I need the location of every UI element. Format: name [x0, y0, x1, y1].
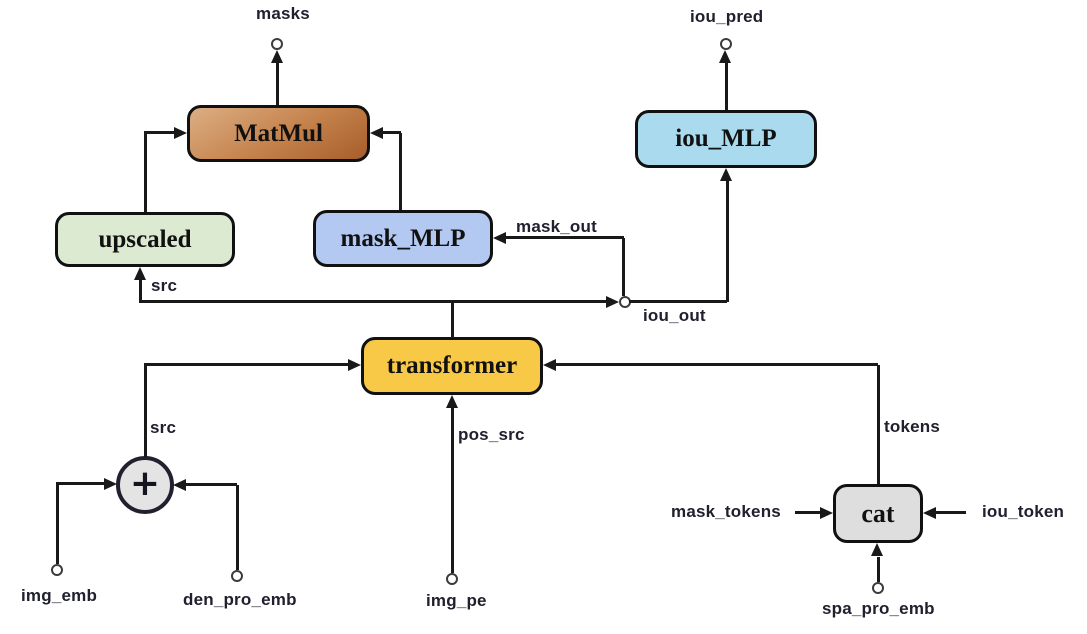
- edge-iou-out-v: [726, 180, 729, 302]
- transformer-node: transformer: [361, 337, 543, 395]
- label-mask-out: mask_out: [516, 217, 597, 236]
- port-circle-img-emb: [51, 564, 63, 576]
- arrow-up-icon: [720, 168, 732, 181]
- edge-mask-out-v: [622, 238, 625, 296]
- arrow-up-icon: [134, 267, 146, 280]
- label-tokens: tokens: [884, 417, 940, 436]
- sum-plus-node: +: [116, 456, 174, 514]
- label-src-upper: src: [151, 276, 178, 295]
- edge-mask-out-h: [506, 236, 624, 239]
- arrow-right-icon: [174, 127, 187, 139]
- port-circle-masks: [271, 38, 283, 50]
- matmul-node: MatMul: [187, 105, 370, 162]
- edge-upscaled-matmul-v: [144, 133, 147, 212]
- edge-transformer-out-v: [451, 302, 454, 338]
- port-circle-spa-pro-emb: [872, 582, 884, 594]
- edge-main-bus-h: [139, 300, 606, 303]
- edge-masks-line: [276, 62, 279, 105]
- label-iou-out: iou_out: [643, 306, 706, 325]
- arrow-left-icon: [173, 479, 186, 491]
- label-img-pe: img_pe: [426, 591, 487, 610]
- mask-mlp-node: mask_MLP: [313, 210, 493, 267]
- label-iou-token: iou_token: [982, 502, 1065, 521]
- arrow-right-icon: [820, 507, 833, 519]
- label-den-pro-emb: den_pro_emb: [183, 590, 297, 609]
- edge-tokens-v: [877, 365, 880, 484]
- port-circle-iou-pred: [720, 38, 732, 50]
- edge-src-lower-v: [144, 365, 147, 457]
- edge-iou-token-h: [936, 511, 966, 514]
- arrow-left-icon: [493, 232, 506, 244]
- label-masks: masks: [256, 4, 310, 23]
- arrow-up-icon: [719, 50, 731, 63]
- edge-iou-out-h: [629, 300, 727, 303]
- edge-pos-src-v: [451, 407, 454, 573]
- label-mask-tokens: mask_tokens: [671, 502, 781, 521]
- edge-img-emb-h: [56, 482, 104, 485]
- edge-upscaled-matmul-h: [144, 131, 174, 134]
- port-circle-den-pro-emb: [231, 570, 243, 582]
- label-spa-pro-emb: spa_pro_emb: [822, 599, 935, 618]
- label-pos-src: pos_src: [458, 425, 525, 444]
- label-iou-pred: iou_pred: [690, 7, 764, 26]
- edge-src-upper-v: [139, 279, 142, 302]
- edge-src-lower-h: [144, 363, 348, 366]
- edge-spa-pro-emb-v: [877, 557, 880, 582]
- upscaled-node: upscaled: [55, 212, 235, 267]
- edge-den-pro-emb-h: [186, 483, 237, 486]
- edge-iou-pred-line: [725, 62, 728, 110]
- edge-img-emb-v: [56, 483, 59, 564]
- cat-node: cat: [833, 484, 923, 543]
- iou-mlp-node: iou_MLP: [635, 110, 817, 168]
- arrow-right-icon: [348, 359, 361, 371]
- edge-mask-tokens-h: [795, 511, 820, 514]
- arrow-right-icon: [606, 296, 619, 308]
- arrow-left-icon: [923, 507, 936, 519]
- label-src-lower: src: [150, 418, 177, 437]
- edge-maskmlp-matmul-v: [399, 133, 402, 210]
- arrow-left-icon: [370, 127, 383, 139]
- label-img-emb: img_emb: [21, 586, 98, 605]
- port-circle-img-pe: [446, 573, 458, 585]
- edge-maskmlp-matmul-h: [383, 131, 401, 134]
- arrow-up-icon: [271, 50, 283, 63]
- arrow-left-icon: [543, 359, 556, 371]
- edge-tokens-h: [556, 363, 878, 366]
- arrow-up-icon: [446, 395, 458, 408]
- arrow-right-icon: [104, 478, 117, 490]
- edge-den-pro-emb-v: [236, 485, 239, 570]
- arrow-up-icon: [871, 543, 883, 556]
